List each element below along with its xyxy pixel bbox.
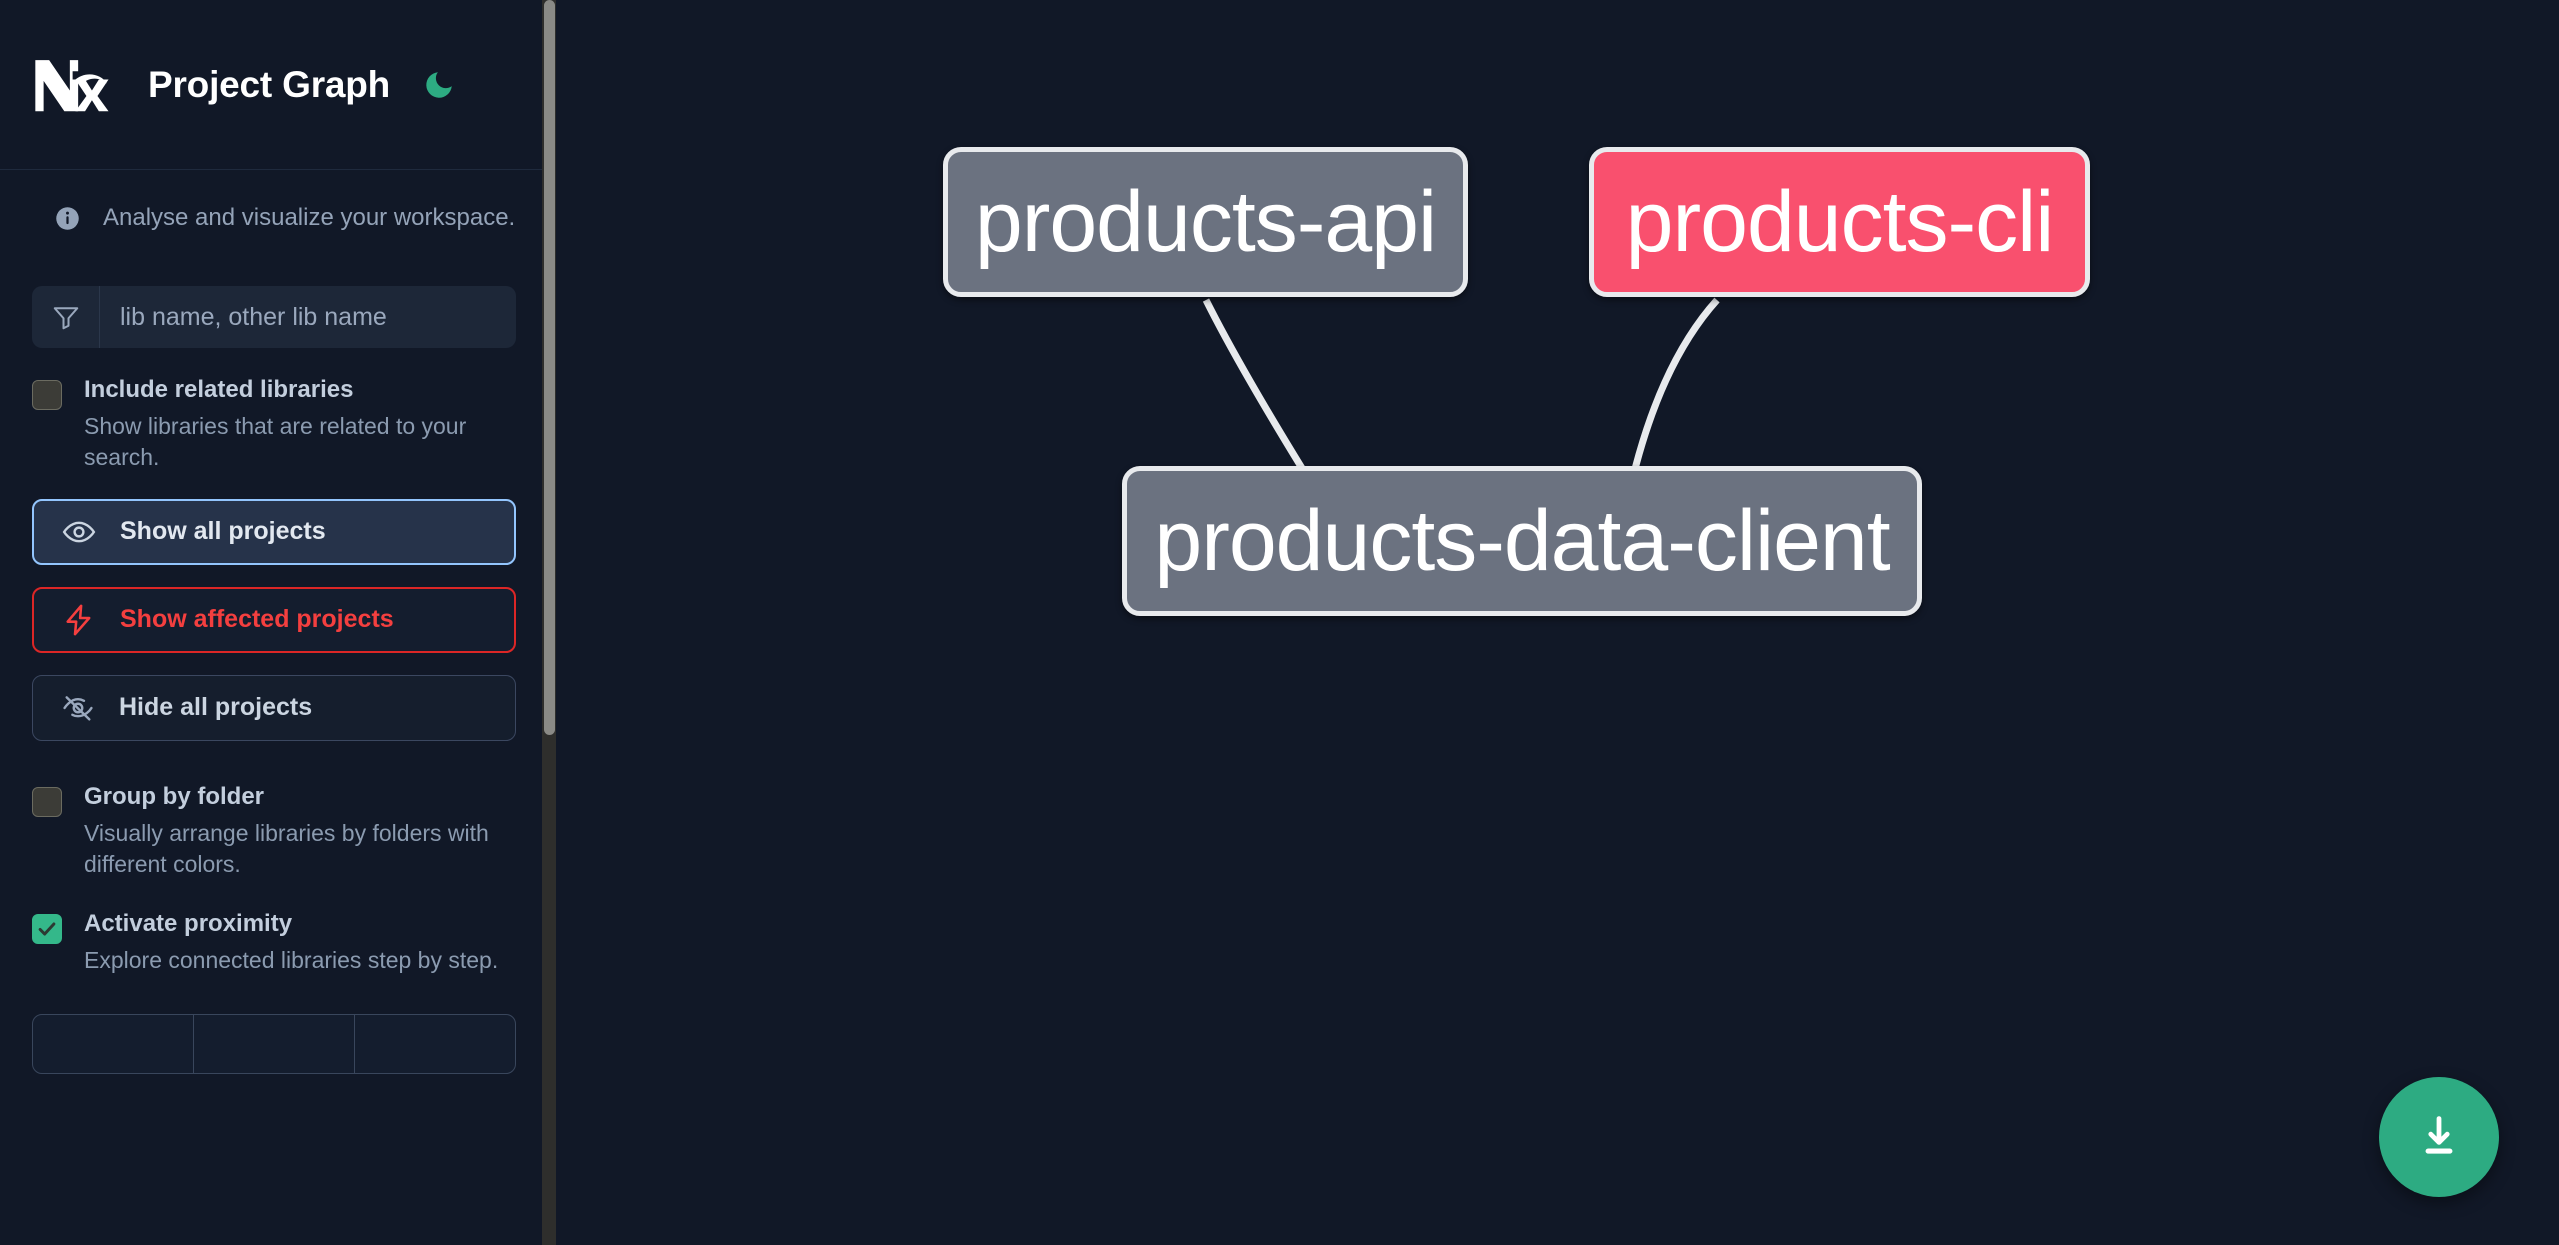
sidebar-body: Include related libraries Show libraries…: [0, 286, 548, 1074]
segment-2[interactable]: [194, 1014, 355, 1073]
hide-all-projects-button[interactable]: Hide all projects: [32, 674, 516, 741]
filter-funnel-icon: [32, 286, 100, 348]
graph-node-label: products-api: [974, 173, 1437, 270]
moon-icon[interactable]: [422, 68, 456, 102]
sidebar-content: Project Graph Analyse and visualize your…: [0, 0, 548, 1245]
checkbox-activate-proximity[interactable]: [32, 913, 62, 944]
graph-edges: [1202, 297, 1720, 612]
sidebar-scrollbar-thumb[interactable]: [544, 0, 555, 735]
segment-3[interactable]: [355, 1015, 515, 1073]
sidebar-header: Project Graph: [0, 0, 548, 170]
option-label: Activate proximity: [84, 909, 293, 937]
sidebar-tagline-text: Analyse and visualize your workspace.: [103, 204, 516, 231]
checkbox-group-by-folder[interactable]: [32, 786, 62, 817]
download-icon: [2425, 1116, 2453, 1154]
show-affected-projects-button[interactable]: Show affected projects: [32, 586, 516, 653]
page-title: Project Graph: [148, 63, 391, 105]
option-include-related-libraries[interactable]: Include related libraries Show libraries…: [32, 376, 516, 473]
nx-logo-icon: [32, 56, 116, 114]
graph-node-products-api[interactable]: products-api: [943, 147, 1468, 297]
option-label: Include related libraries: [84, 376, 354, 403]
checkmark-icon: [38, 922, 56, 936]
search-bar[interactable]: [32, 286, 516, 348]
option-description: Show libraries that are related to your …: [84, 412, 467, 470]
graph-node-label: products-data-client: [1154, 492, 1890, 589]
show-all-projects-label: Show all projects: [120, 517, 326, 546]
download-graph-button[interactable]: [2379, 1077, 2499, 1197]
eye-slash-icon: [63, 696, 93, 721]
sidebar: Project Graph Analyse and visualize your…: [0, 0, 556, 1245]
show-affected-projects-label: Show affected projects: [120, 605, 394, 634]
hide-all-projects-label: Hide all projects: [119, 693, 313, 722]
option-activate-proximity[interactable]: Activate proximity Explore connected lib…: [32, 910, 516, 976]
graph-node-label: products-cli: [1625, 173, 2055, 270]
graph-node-products-cli[interactable]: products-cli: [1589, 147, 2090, 297]
sidebar-scrollbar[interactable]: [542, 0, 556, 1245]
sidebar-tagline: Analyse and visualize your workspace.: [0, 170, 548, 266]
proximity-segmented-control[interactable]: [32, 1013, 516, 1074]
graph-node-products-data-client[interactable]: products-data-client: [1122, 466, 1922, 616]
lightning-bolt-icon: [66, 604, 91, 636]
checkbox-include-related-libraries[interactable]: [32, 380, 62, 410]
segment-1[interactable]: [33, 1014, 194, 1073]
option-description: Visually arrange libraries by folders wi…: [84, 819, 489, 877]
option-label: Group by folder: [84, 782, 264, 810]
info-icon: [54, 205, 81, 232]
graph-canvas[interactable]: products-api products-cli products-data-…: [556, 0, 2559, 1245]
show-all-projects-button[interactable]: Show all projects: [32, 498, 516, 565]
search-input[interactable]: [100, 286, 516, 348]
option-group-by-folder[interactable]: Group by folder Visually arrange librari…: [32, 783, 516, 880]
option-description: Explore connected libraries step by step…: [84, 946, 499, 973]
eye-icon: [62, 521, 96, 543]
